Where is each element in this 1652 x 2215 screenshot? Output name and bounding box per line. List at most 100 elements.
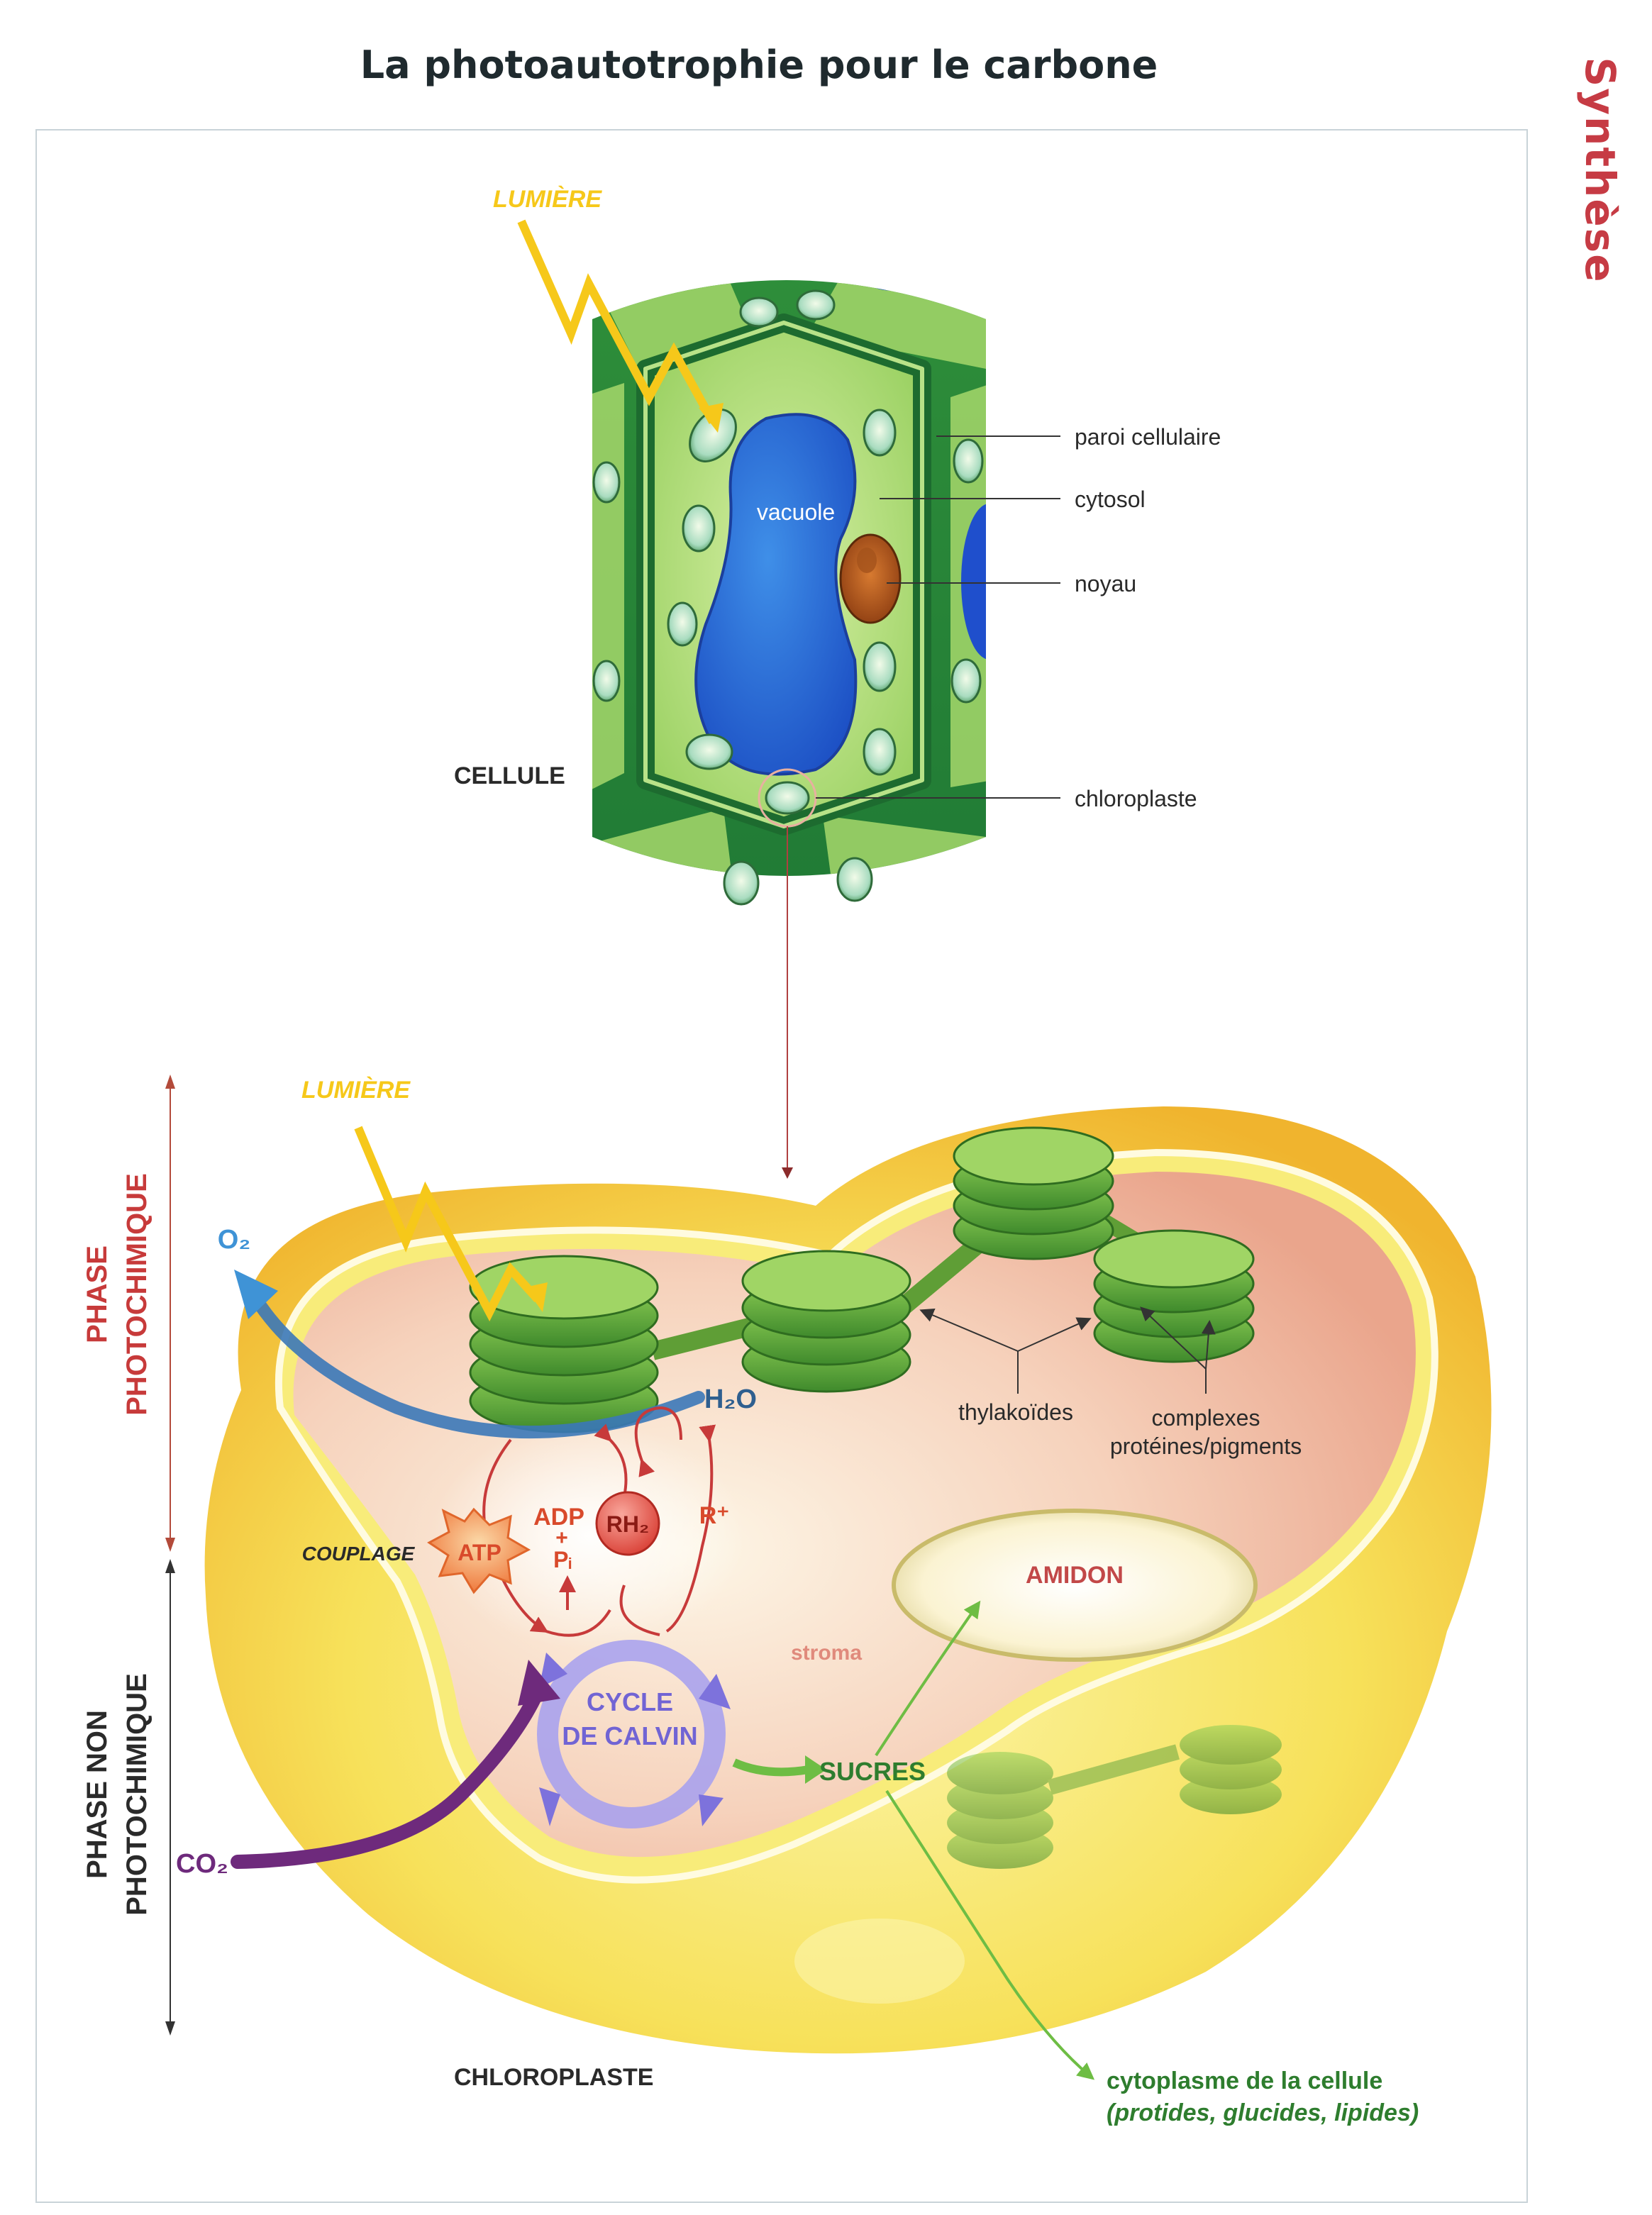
- label-cytosol: cytosol: [1075, 487, 1146, 512]
- label-chloroplast: chloroplaste: [1075, 786, 1197, 811]
- light-bolt-cell-tip: [699, 403, 724, 433]
- cell-title: CELLULE: [454, 762, 565, 789]
- chloroplast: [667, 601, 698, 647]
- chloroplast: [682, 504, 716, 553]
- phase-axis: PHASE PHOTOCHIMIQUE PHASE NON PHOTOCHIMI…: [82, 1075, 175, 2036]
- chloroplast: [836, 857, 873, 902]
- light-label-cell: LUMIÈRE: [493, 186, 602, 213]
- chloroplast: [689, 409, 737, 462]
- oxygen-arrow-head: [234, 1270, 278, 1319]
- granum-top: [953, 1126, 1114, 1260]
- atp-cycle-arrow-bottom: [545, 1609, 611, 1637]
- co2-label: CO₂: [176, 1849, 228, 1879]
- complex-pointer-1: [1140, 1306, 1207, 1370]
- starch-grain: [892, 1509, 1258, 1662]
- neighbour-cell: [592, 280, 752, 369]
- calvin-label-1: CYCLE: [587, 1687, 673, 1716]
- calvin-to-sugars-arrow: [732, 1758, 809, 1777]
- phase-photochemical-label-1: PHASE: [82, 1245, 113, 1343]
- cell-chloroplasts: [592, 289, 984, 906]
- chloroplast-illustration: AMIDON stroma: [176, 1077, 1492, 2126]
- stroma-label: stroma: [791, 1641, 862, 1665]
- rh2-cycle-arrow-bottom: [619, 1584, 660, 1636]
- sugars-to-cytoplasm-arrow: [885, 1789, 1095, 2080]
- vacuole: [694, 413, 858, 776]
- rh2-label: RH₂: [606, 1511, 649, 1537]
- adp-label: ADP: [533, 1504, 584, 1531]
- thylakoid-disk-top: [741, 1250, 911, 1312]
- r-plus-label: R⁺: [699, 1502, 730, 1529]
- chloroplast: [950, 658, 982, 704]
- complexes-label-2: protéines/pigments: [1110, 1433, 1302, 1459]
- axis-arrow-mid2: [165, 1559, 175, 1573]
- chloroplast: [863, 641, 897, 692]
- chloroplast-title: CHLOROPLASTE: [454, 2064, 653, 2091]
- nucleolus: [857, 548, 877, 573]
- label-nucleus: noyau: [1075, 571, 1136, 596]
- page-title: La photoautotrophie pour le carbone: [360, 43, 1158, 87]
- water-label: H₂O: [704, 1384, 757, 1414]
- neighbour-vacuole: [961, 504, 986, 660]
- plus-sign: +: [555, 1526, 568, 1550]
- thylakoid-pointer-2: [1017, 1317, 1092, 1352]
- phase-nonphotochemical-label-2: PHOTOCHIMIQUE: [121, 1673, 153, 1916]
- sugars-label: SUCRES: [819, 1757, 926, 1786]
- light-bolt-chloroplast-tip: [525, 1282, 548, 1312]
- thylakoid-pointer-1: [919, 1309, 1019, 1352]
- co2-arrow-head: [518, 1660, 560, 1706]
- calvin-label-2: DE CALVIN: [562, 1721, 697, 1750]
- phase-photochemical-label-2: PHOTOCHIMIQUE: [121, 1173, 153, 1416]
- thylakoid-disk-top: [1093, 1229, 1255, 1289]
- chloroplast-highlighted: [765, 781, 810, 815]
- sugars-to-starch-arrow: [875, 1600, 981, 1757]
- granum-middle: [741, 1250, 911, 1393]
- calvin-cycle: CYCLE DE CALVIN: [537, 1640, 731, 1828]
- atp-label: ATP: [458, 1540, 501, 1565]
- axis-arrow-mid: [165, 1538, 175, 1552]
- lower-thylakoids: [794, 1725, 1282, 2004]
- calvin-to-sugars-head: [805, 1755, 826, 1784]
- chloroplast: [796, 289, 836, 321]
- chloroplast: [863, 409, 897, 457]
- stroma-lamella: [650, 1317, 755, 1360]
- chloroplast: [685, 733, 733, 770]
- light-bolt-chloroplast: [354, 1126, 541, 1322]
- cell-illustration: vacuole LUMIÈRE CELLULE: [454, 186, 1221, 1179]
- chloroplast: [592, 660, 621, 702]
- rh2-cycle-arrow-top: [634, 1406, 682, 1477]
- calvin-arrow-head: [539, 1653, 567, 1688]
- neighbour-cell: [592, 383, 624, 794]
- label-cell-wall: paroi cellulaire: [1075, 424, 1221, 450]
- phase-nonphotochemical-label-1: PHASE NON: [82, 1710, 113, 1879]
- nucleus: [839, 533, 902, 624]
- diagram-frame: [35, 129, 1528, 2203]
- thylakoid-disk: [947, 1752, 1053, 1794]
- starch-grain-faint: [794, 1919, 965, 2004]
- pi-label: Pᵢ: [553, 1547, 572, 1572]
- coupling-label: COUPLAGE: [302, 1543, 416, 1565]
- cell-membrane: [643, 321, 924, 828]
- complexes-label-1: complexes: [1152, 1405, 1260, 1431]
- neighbour-vacuole: [901, 865, 986, 876]
- chloroplast: [592, 461, 621, 504]
- chloroplast: [953, 438, 984, 484]
- granum-left: [469, 1255, 659, 1433]
- axis-arrow-top: [165, 1075, 175, 1089]
- rh2-circle: [595, 1491, 660, 1556]
- axis-arrow-bottom: [165, 2021, 175, 2036]
- neighbour-cell: [809, 280, 986, 369]
- co2-arrow: [231, 1681, 546, 1869]
- granum-right: [1093, 1229, 1255, 1363]
- atp-burst: [427, 1507, 531, 1594]
- chloroplast: [863, 728, 897, 776]
- calvin-ring: [537, 1640, 726, 1828]
- stroma-lamella: [1048, 1744, 1180, 1795]
- thylakoid-disk: [1180, 1725, 1282, 1765]
- vacuole-label: vacuole: [757, 499, 835, 525]
- neighbour-vacuole: [624, 872, 709, 876]
- calvin-arrow-head: [699, 1794, 724, 1826]
- starch-label: AMIDON: [1026, 1562, 1124, 1589]
- calvin-arrow-head: [699, 1674, 731, 1709]
- thylakoid-disk-top: [953, 1126, 1114, 1186]
